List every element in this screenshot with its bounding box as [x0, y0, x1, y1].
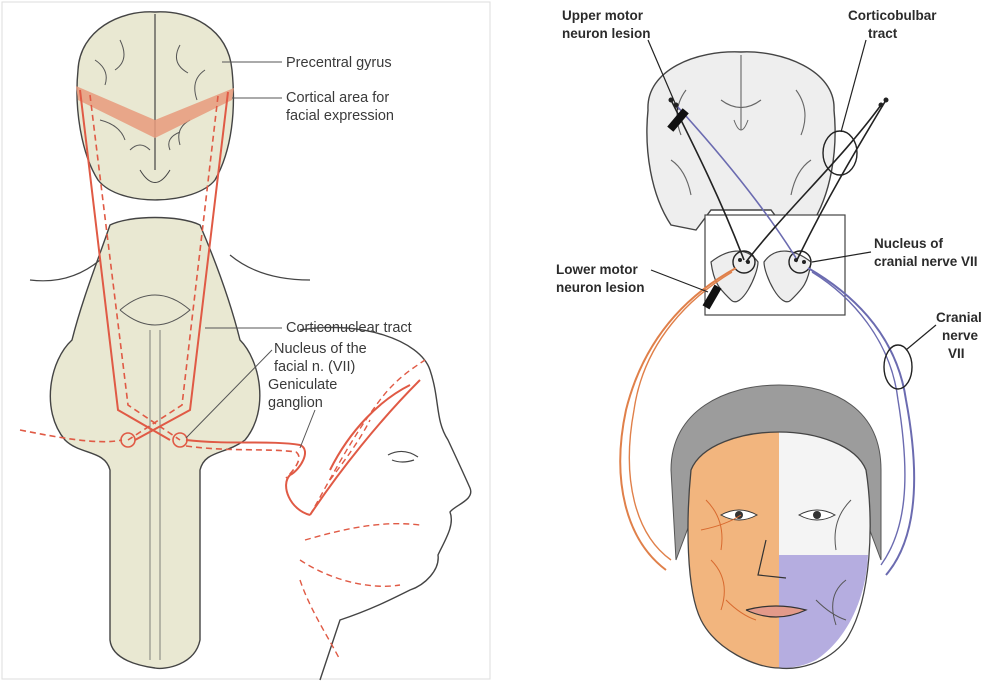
label-corticonuclear-tract: Corticonuclear tract — [286, 320, 412, 336]
label-lower-motor-line1: Lower motor — [556, 262, 638, 277]
label-nucleus-facial-line2: facial n. (VII) — [274, 359, 355, 375]
label-nucleus-vii-line2: cranial nerve VII — [874, 254, 978, 269]
right-illustration: Upper motor neuron lesion Corticobulbar … — [496, 0, 988, 681]
label-nucleus-vii-line1: Nucleus of — [874, 236, 944, 251]
face-left-orange — [688, 432, 779, 668]
label-precentral-gyrus: Precentral gyrus — [286, 55, 392, 71]
label-geniculate-line1: Geniculate — [268, 377, 337, 393]
label-upper-motor-line1: Upper motor — [562, 8, 644, 23]
left-figure-brainstem-facial-pathway: Precentral gyrus Cortical area for facia… — [0, 0, 492, 681]
label-corticobulbar-line2: tract — [868, 26, 898, 41]
label-corticobulbar-line1: Corticobulbar — [848, 8, 937, 23]
label-nucleus-facial-line1: Nucleus of the — [274, 341, 367, 357]
label-cortical-area-line2: facial expression — [286, 108, 394, 124]
right-figure-umn-lmn-lesion: Upper motor neuron lesion Corticobulbar … — [496, 0, 988, 681]
label-lower-motor-line2: neuron lesion — [556, 280, 645, 295]
label-cranial-nerve-line2: nerve — [942, 328, 979, 343]
label-cortical-area-line1: Cortical area for — [286, 90, 389, 106]
label-cranial-nerve-line1: Cranial — [936, 310, 982, 325]
label-upper-motor-line2: neuron lesion — [562, 26, 651, 41]
label-geniculate-line2: ganglion — [268, 395, 323, 411]
left-illustration: Precentral gyrus Cortical area for facia… — [0, 0, 492, 681]
label-cranial-nerve-line3: VII — [948, 346, 965, 361]
